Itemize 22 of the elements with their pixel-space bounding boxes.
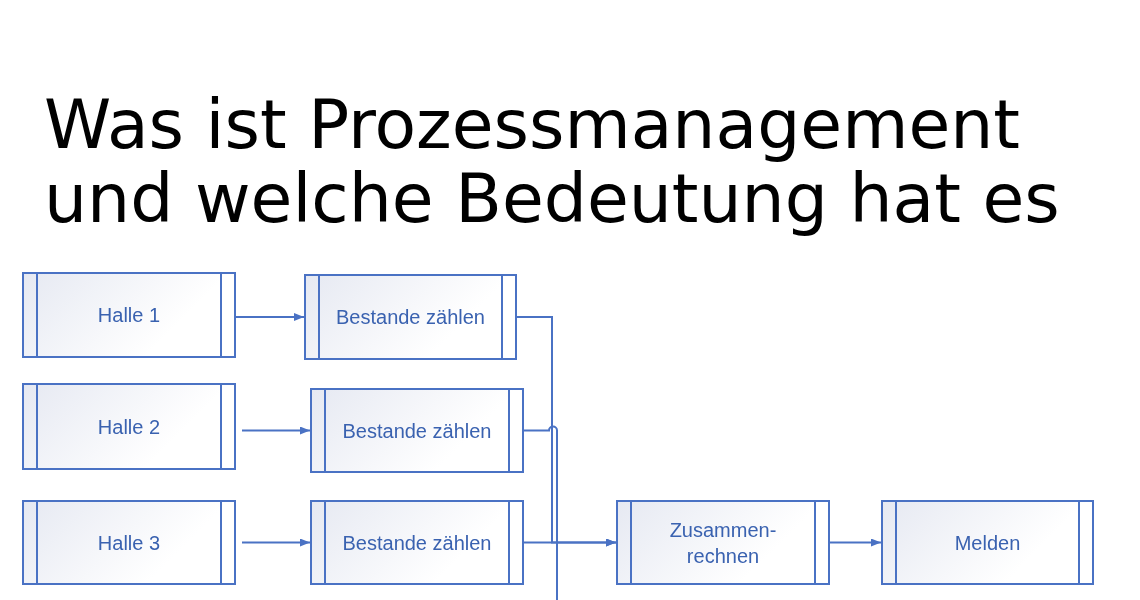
process-box (616, 500, 830, 585)
process-label: Halle 3 (96, 530, 162, 556)
process-label: Bestande zählen (335, 305, 486, 330)
process-box (310, 388, 524, 473)
process-box (304, 274, 517, 360)
process-box (22, 383, 236, 470)
process-box (310, 500, 524, 585)
process-box (881, 500, 1094, 585)
arrow (235, 313, 305, 321)
process-label: Zusammen-rechnen (668, 517, 778, 569)
title: Was ist Prozessmanagement und welche Bedeutung hat es (44, 88, 1061, 236)
arrow (241, 426, 311, 435)
process-label: Halle 2 (96, 414, 162, 440)
arrow (241, 538, 311, 547)
process-label: Melden (953, 530, 1022, 556)
process-label: Bestande zählen (341, 418, 493, 444)
process-label: Halle 1 (96, 303, 162, 328)
process-label: Bestande zählen (341, 530, 493, 556)
process-box (22, 500, 236, 585)
process-box (22, 272, 236, 358)
arrow (829, 538, 882, 547)
arrow (523, 538, 617, 547)
